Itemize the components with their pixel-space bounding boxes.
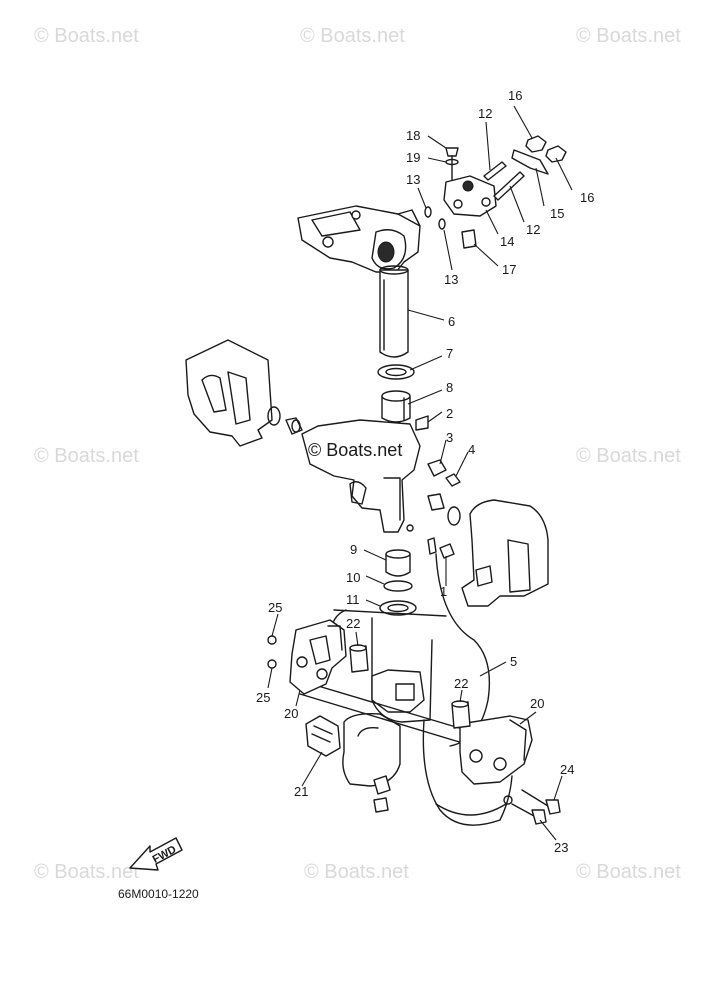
o-ring <box>383 580 413 592</box>
callout-3: 3 <box>446 430 453 445</box>
fwd-arrow: FWD <box>129 837 183 871</box>
grease-screw-1 <box>427 537 455 559</box>
bushings-13 <box>424 206 446 230</box>
link-plate <box>511 149 549 175</box>
callout-19: 19 <box>406 150 420 165</box>
callout-1: 1 <box>440 584 447 599</box>
bolt-23 <box>503 795 547 825</box>
rubber-mount-21 <box>305 715 341 757</box>
plate-2 <box>415 415 429 431</box>
mount-bracket-right <box>459 715 533 785</box>
callout-20-right: 20 <box>530 696 544 711</box>
callout-6: 6 <box>448 314 455 329</box>
screws-25 <box>267 635 277 669</box>
callout-16-upper: 16 <box>508 88 522 103</box>
damper-22-right <box>451 700 471 729</box>
callout-4: 4 <box>468 442 475 457</box>
callout-10: 10 <box>346 570 360 585</box>
callout-25-lower: 25 <box>256 690 270 705</box>
fittings-lower <box>373 775 391 813</box>
nut-lower <box>545 145 567 163</box>
callout-5: 5 <box>510 654 517 669</box>
watermark-top-right: © Boats.net <box>576 25 681 47</box>
watermark-bottom-left: © Boats.net <box>34 861 139 883</box>
callout-20-left: 20 <box>284 706 298 721</box>
stud-upper <box>483 161 507 181</box>
side-bushings-left <box>267 406 303 435</box>
watermark-top-center: © Boats.net <box>300 25 405 47</box>
callout-22-right: 22 <box>454 676 468 691</box>
lower-bushing <box>385 549 411 577</box>
callout-12-upper: 12 <box>478 106 492 121</box>
watermark-top-left: © Boats.net <box>34 25 139 47</box>
cross-rods <box>297 679 467 745</box>
swivel-bracket <box>301 419 421 533</box>
callout-22-left: 22 <box>346 616 360 631</box>
callout-17: 17 <box>502 262 516 277</box>
callout-8: 8 <box>446 380 453 395</box>
callout-24: 24 <box>560 762 574 777</box>
callout-18: 18 <box>406 128 420 143</box>
leader-lines <box>267 105 573 841</box>
lower-washer <box>379 600 417 616</box>
callout-9: 9 <box>350 542 357 557</box>
watermark-bottom-right: © Boats.net <box>576 861 681 883</box>
thrust-washer <box>377 364 415 380</box>
callout-13-lower: 13 <box>444 272 458 287</box>
stud-lower <box>493 171 525 201</box>
callout-23: 23 <box>554 840 568 855</box>
fwd-label: FWD <box>151 844 179 866</box>
damper-22-left <box>349 644 369 673</box>
diagram-code: 66M0010-1220 <box>118 887 199 901</box>
nut-upper <box>525 135 547 153</box>
watermark-bottom-center: © Boats.net <box>304 861 409 883</box>
clamp-bracket-left-outline <box>185 339 273 447</box>
callout-13-upper: 13 <box>406 172 420 187</box>
callout-2: 2 <box>446 406 453 421</box>
watermark-center: © Boats.net <box>308 440 402 460</box>
mount-bracket-left <box>289 619 347 695</box>
callout-21: 21 <box>294 784 308 799</box>
top-plate-assembly <box>443 135 567 249</box>
callout-labels: 12 16 18 19 13 16 15 12 14 17 13 6 7 8 2… <box>256 88 594 855</box>
side-bushings-right <box>427 459 461 526</box>
watermark-mid-left: © Boats.net <box>34 445 139 467</box>
watermark-mid-right: © Boats.net <box>576 445 681 467</box>
callout-25-upper: 25 <box>268 600 282 615</box>
clamp-bracket-right-outline <box>461 499 549 607</box>
upper-bushing <box>381 390 411 423</box>
callout-14: 14 <box>500 234 514 249</box>
steering-shaft <box>379 265 409 358</box>
watermarks: © Boats.net © Boats.net © Boats.net © Bo… <box>34 25 681 883</box>
callout-7: 7 <box>446 346 453 361</box>
callout-15: 15 <box>550 206 564 221</box>
grease-nipple <box>461 229 477 249</box>
callout-11: 11 <box>346 592 360 607</box>
lower-housing <box>342 669 425 787</box>
bolt-head <box>445 147 459 157</box>
steering-bracket <box>297 205 421 273</box>
callout-12-lower: 12 <box>526 222 540 237</box>
callout-16-lower: 16 <box>580 190 594 205</box>
